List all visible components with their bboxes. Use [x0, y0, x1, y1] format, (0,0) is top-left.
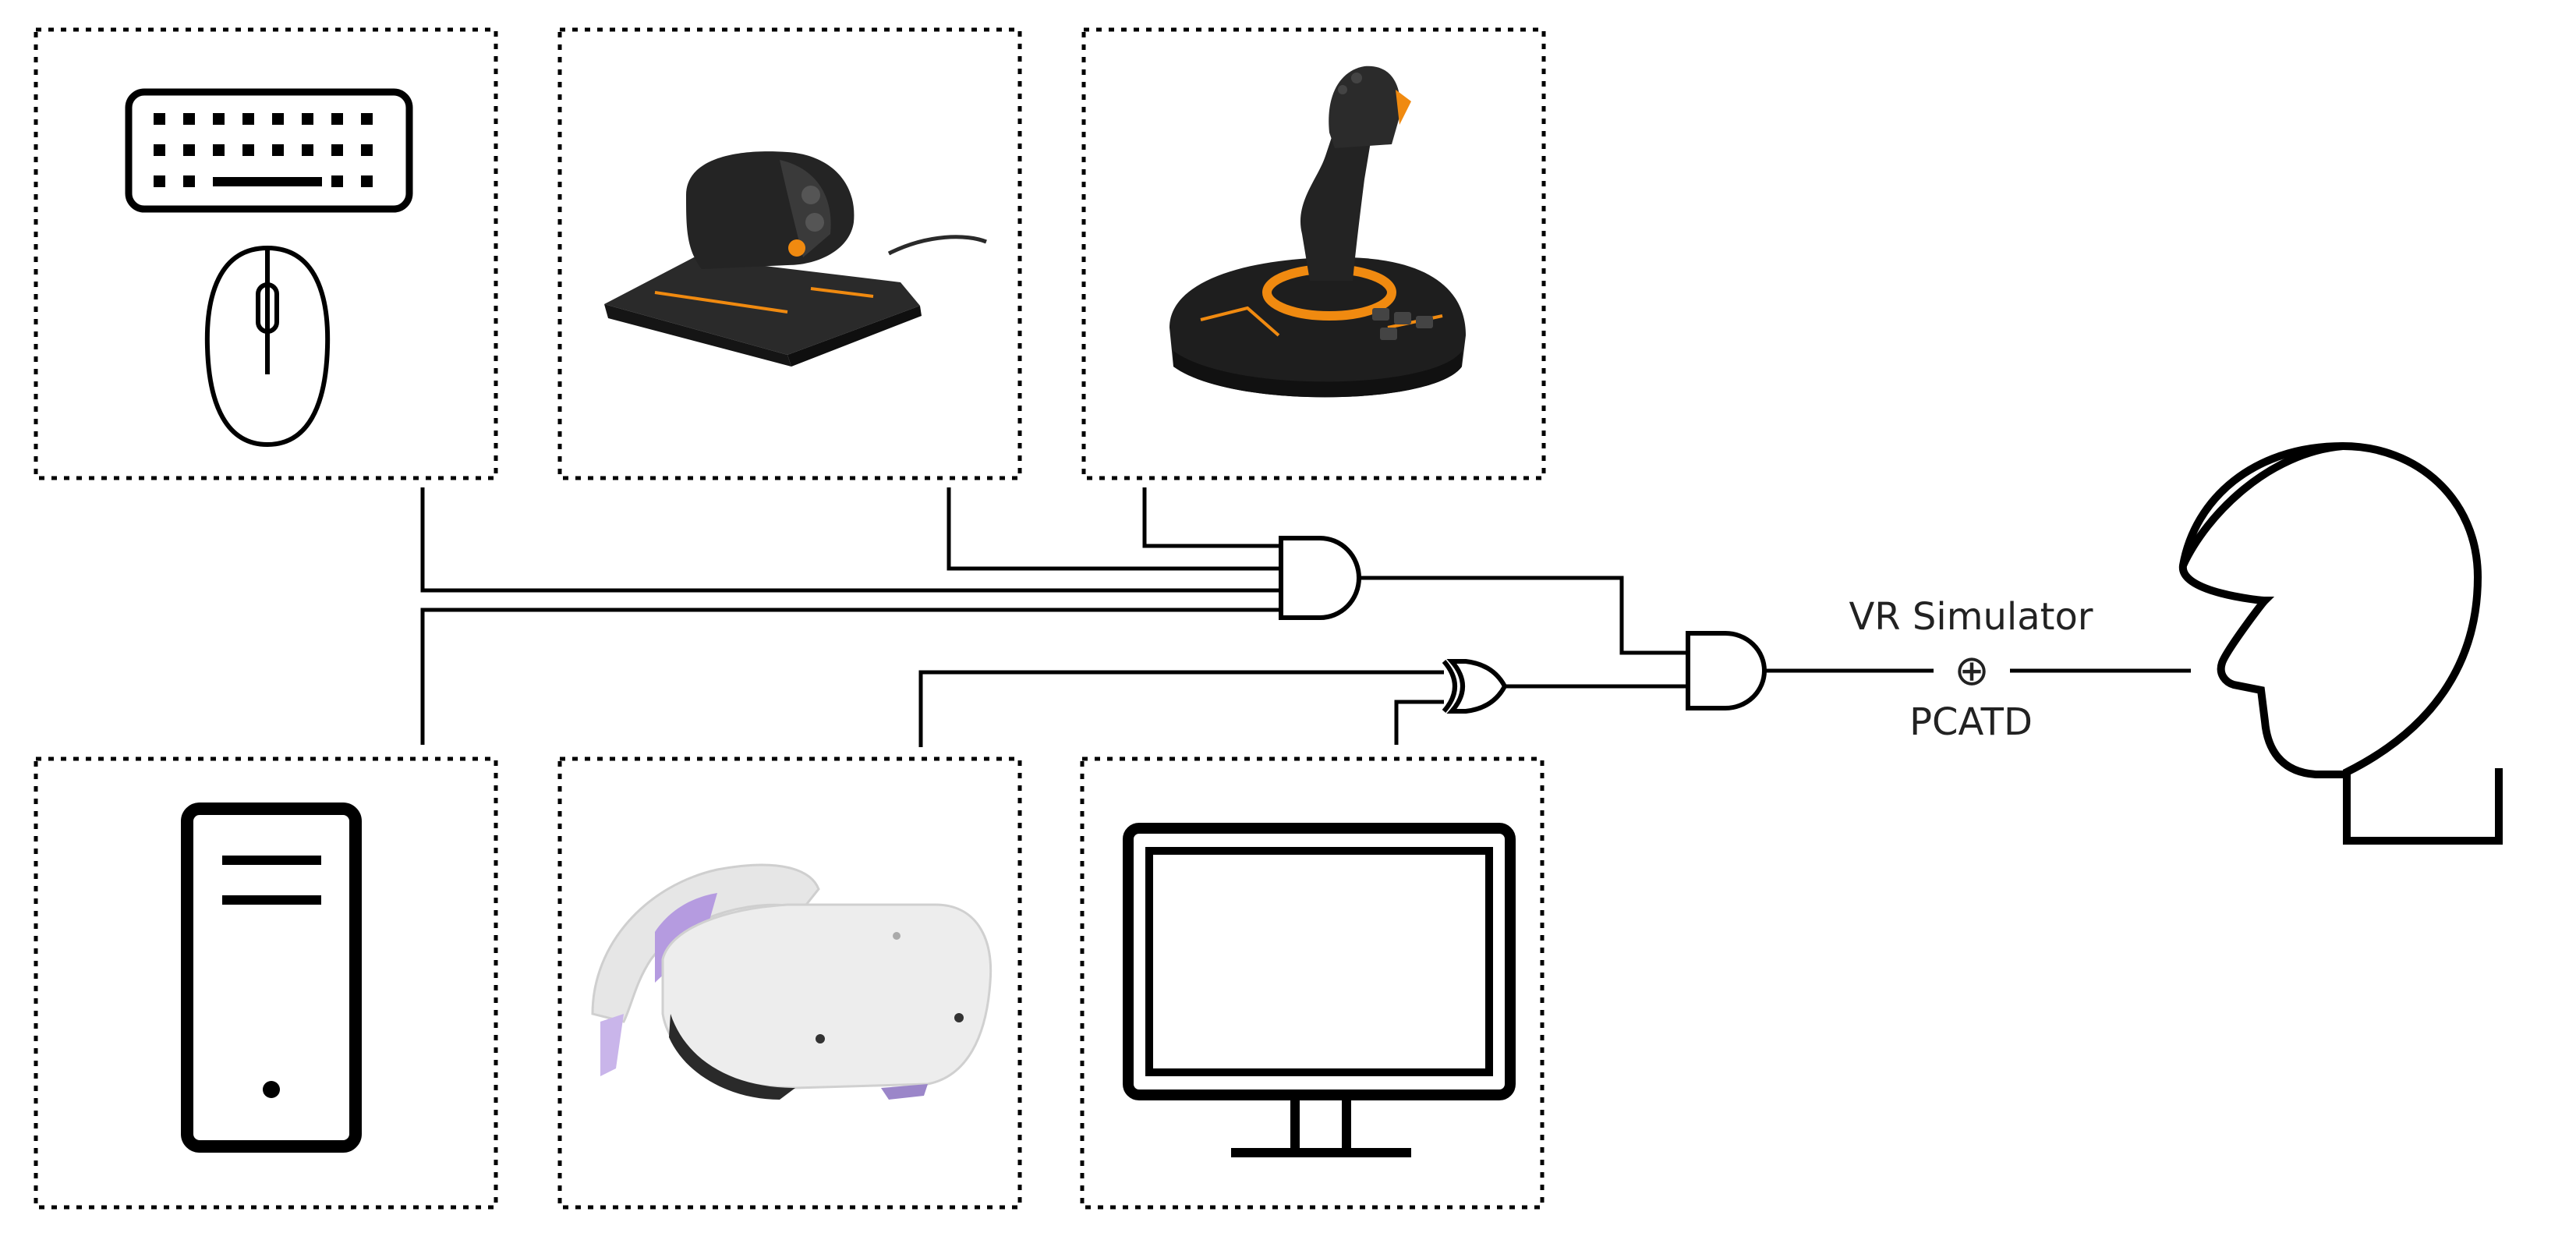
label-pcatd: PCATD [1909, 700, 2033, 744]
joystick-icon [1169, 66, 1466, 398]
human-head-icon [2179, 441, 2503, 845]
and-gate-devices [1279, 536, 1361, 620]
mouse-icon [204, 245, 331, 448]
pc-tower-icon [181, 803, 362, 1153]
vr-headset-icon [591, 863, 993, 1100]
device-box-throttle [557, 27, 1022, 480]
monitor-icon [1123, 823, 1516, 1157]
device-box-joystick [1081, 27, 1546, 480]
wire-monitor [1394, 700, 1446, 745]
wire-computer [420, 608, 1279, 745]
device-box-keyboard-mouse [34, 27, 498, 480]
keyboard-mouse-icon [125, 88, 413, 448]
wire-keyboard-mouse [420, 487, 1279, 593]
xor-gate-display [1442, 659, 1508, 714]
connection-lines [420, 487, 2191, 747]
device-box-computer [34, 756, 498, 1210]
keyboard-icon [125, 88, 413, 213]
wire-joystick [1142, 487, 1279, 548]
label-vr-simulator: VR Simulator [1849, 595, 2093, 639]
and-gate-simulator [1686, 631, 1767, 710]
throttle-icon [604, 151, 987, 367]
wire-vr-headset [918, 670, 1446, 747]
device-box-vr-headset [557, 756, 1022, 1210]
device-box-monitor [1080, 756, 1545, 1210]
wire-throttle [947, 487, 1279, 571]
oplus-symbol: ⊕ [1954, 646, 1989, 695]
wire-and1-to-and2 [1359, 576, 1686, 655]
